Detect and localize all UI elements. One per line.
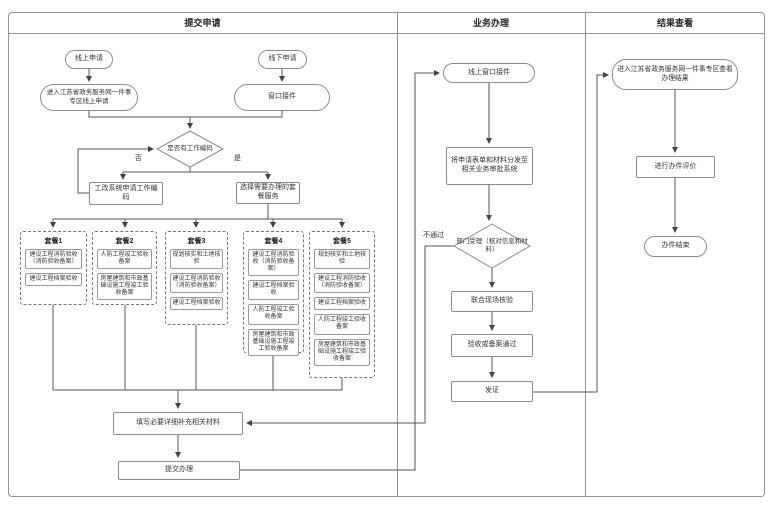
package-item: 建设工程消防验收（消防验收备案） xyxy=(314,273,370,294)
package-item: 建设工程消防验收（消防验收备案） xyxy=(248,249,299,277)
package-item: 规划核实和土地核验 xyxy=(314,249,370,270)
package-title: 套餐4 xyxy=(264,238,283,245)
package-item: 建设工程档案验收 xyxy=(25,273,82,287)
package-title: 套餐2 xyxy=(115,238,134,245)
node-online-window-receive: 线上窗口接件 xyxy=(443,63,535,83)
node-window-receive: 窗口接件 xyxy=(234,84,330,111)
package-item: 建设工程档案验收 xyxy=(314,297,370,311)
lane-header-submit: 提交申请 xyxy=(8,12,397,33)
lane-title: 业务办理 xyxy=(472,18,509,28)
lane-header-process: 业务办理 xyxy=(397,12,585,33)
header-separator xyxy=(8,33,765,34)
package-item: 房屋建筑和市政基础设施工程竣工验收备案 xyxy=(97,273,152,301)
package-item: 建设工程档案验收 xyxy=(248,280,299,301)
branch-fail-label: 不通过 xyxy=(423,232,444,239)
package-item: 房屋建筑和市政基础设施工程竣工验收备案 xyxy=(248,328,299,356)
decision-dept-accept-label: 部门受理（核对信息和材料） xyxy=(456,238,528,253)
node-joint-site-check: 联合现场核验 xyxy=(451,291,533,312)
node-acceptance-passed: 验收或备案通过 xyxy=(451,334,533,357)
package-item: 房屋建筑和市政基础设施工程竣工验收备案 xyxy=(314,338,370,366)
node-fill-materials: 填写必要详细补充相关材料 xyxy=(113,412,243,435)
node-distribute-materials: 将申请表单和材料分发至相关业务审批系统 xyxy=(446,147,533,185)
lane-divider-1 xyxy=(397,12,398,497)
package-box: 套餐5 规划核实和土地核验建设工程消防验收（消防验收备案） 建设工程档案验收人防工程… xyxy=(309,231,375,378)
node-view-result: 进入江苏省政务服务网一件事专区查看办理结果 xyxy=(612,59,738,90)
node-enter-portal: 进入江苏省政务服务网一件事专区线上申请 xyxy=(40,84,138,111)
node-evaluate: 进行办件评价 xyxy=(636,156,715,178)
package-box: 套餐1 建设工程消防验收（消防验收备案） 建设工程档案验收 xyxy=(20,231,87,305)
package-item: 人防工程竣工验收备案 xyxy=(314,314,370,335)
package-item: 建设工程消防验收（消防验收备案） xyxy=(25,249,82,270)
node-submit: 提交办理 xyxy=(118,461,240,480)
lane-divider-2 xyxy=(585,12,586,497)
package-item: 人防工程竣工验收备案 xyxy=(97,249,152,270)
decision-has-code-label: 是否有工作编码 xyxy=(167,145,213,153)
package-title: 套餐3 xyxy=(187,238,206,245)
package-item: 建设工程档案验收 xyxy=(170,297,223,311)
package-title: 套餐1 xyxy=(44,238,63,245)
node-choose-package: 选择需要办理的套餐服务 xyxy=(236,182,300,204)
package-item: 人防工程竣工验收备案 xyxy=(248,304,299,325)
branch-no-label: 否 xyxy=(135,155,142,162)
lane-header-result: 结果查看 xyxy=(585,12,765,33)
package-title: 套餐5 xyxy=(333,238,351,245)
branch-yes-label: 是 xyxy=(234,155,241,162)
node-finish: 办件结束 xyxy=(644,236,707,257)
node-offline-apply: 线下申请 xyxy=(258,50,307,69)
package-box: 套餐4 建设工程消防验收（消防验收备案） 建设工程档案验收人防工程竣工验收备案房屋建… xyxy=(243,231,304,356)
lane-title: 结果查看 xyxy=(656,18,693,28)
package-box: 套餐3 规划核实和土地核验建设工程消防验收（消防验收备案） 建设工程档案验收 xyxy=(165,231,228,325)
lane-title: 提交申请 xyxy=(184,18,221,28)
package-item: 建设工程消防验收（消防验收备案） xyxy=(170,273,223,294)
package-box: 套餐2 人防工程竣工验收备案房屋建筑和市政基础设施工程竣工验收备案 xyxy=(92,231,157,305)
package-item: 规划核实和土地核验 xyxy=(170,249,223,270)
node-apply-work-code: 工改系统申请工作编码 xyxy=(89,182,163,205)
node-online-apply: 线上申请 xyxy=(65,50,113,69)
node-issue-certificate: 发证 xyxy=(451,381,533,402)
